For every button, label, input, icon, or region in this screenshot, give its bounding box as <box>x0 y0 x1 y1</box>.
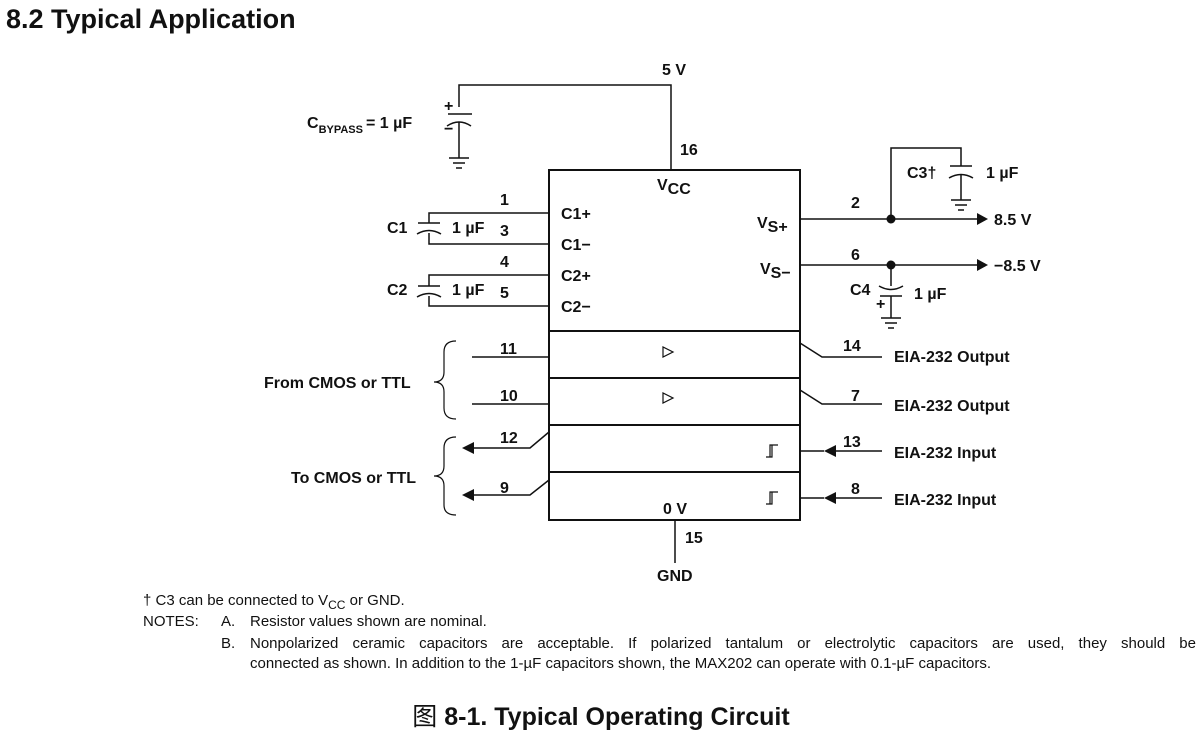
arrow-icon <box>824 492 836 504</box>
vcc-label: VCC <box>657 177 691 198</box>
pin-number: 11 <box>500 341 517 358</box>
gnd-label: GND <box>657 568 693 585</box>
footnote-sub: CC <box>328 598 346 612</box>
note-a-text: Resistor values shown are nominal. <box>250 613 487 630</box>
ground-symbol <box>449 157 469 169</box>
pin-number: 6 <box>851 247 860 264</box>
brace-to-cmos <box>433 436 457 516</box>
note-b-line1: Nonpolarized ceramic capacitors are acce… <box>250 635 1196 652</box>
c4-value: 1 µF <box>914 286 947 303</box>
c2-wire <box>428 274 549 286</box>
vs-plus-network <box>800 147 988 225</box>
pin-number: 2 <box>851 195 860 212</box>
dagger-symbol: † <box>143 592 152 609</box>
eia-output-label: EIA-232 Output <box>894 398 1010 415</box>
pin-label-c1p: C1+ <box>561 206 591 223</box>
pin-number: 4 <box>500 254 509 271</box>
pin-label-c2m: C2− <box>561 299 591 316</box>
vs-minus-label: VS− <box>760 261 791 282</box>
pin-number: 1 <box>500 192 509 209</box>
pin-label-c1m: C1− <box>561 237 591 254</box>
pin-number: 13 <box>843 434 861 451</box>
pin-number: 9 <box>500 480 509 497</box>
c2-plate-curved <box>416 292 442 298</box>
driver-2 <box>472 389 882 405</box>
footnote: † C3 can be connected to VCC or GND. <box>143 591 405 612</box>
footnote-text-end: or GND. <box>345 592 405 609</box>
c1-label: C1 <box>387 220 408 237</box>
output-wire <box>472 431 550 449</box>
c2-label: C2 <box>387 282 408 299</box>
c2-wire <box>428 296 549 307</box>
out-neg-label: −8.5 V <box>994 258 1041 275</box>
eia-output-label: EIA-232 Output <box>894 349 1010 366</box>
pin-number: 16 <box>680 142 698 159</box>
caption-text: 8-1. Typical Operating Circuit <box>437 703 790 731</box>
c1-wire <box>428 233 549 245</box>
plus-sign: + <box>444 98 453 115</box>
eia-input-label: EIA-232 Input <box>894 492 997 509</box>
note-b-letter: B. <box>221 635 236 652</box>
pin-number: 10 <box>500 388 518 405</box>
note-a-letter: A. <box>221 613 236 630</box>
ground-symbol <box>881 317 901 329</box>
receiver-2 <box>462 479 882 505</box>
footnote-text: C3 can be connected to V <box>155 592 329 609</box>
brace-from-cmos <box>433 340 457 420</box>
pin-number: 7 <box>851 388 860 405</box>
out-pos-label: 8.5 V <box>994 212 1032 229</box>
arrow-icon <box>977 213 988 225</box>
schmitt-icon <box>766 491 778 505</box>
schmitt-icon <box>766 444 778 458</box>
figure-caption: 图 8-1. Typical Operating Circuit <box>0 697 1202 733</box>
zero-v-label: 0 V <box>663 501 687 518</box>
pin-number: 3 <box>500 223 509 240</box>
c3-label: C3† <box>907 165 936 182</box>
note-b-line2: connected as shown. In addition to the 1… <box>250 655 992 672</box>
pin-number: 12 <box>500 430 518 447</box>
cbypass-label: CBYPASS= 1 µF <box>307 115 412 136</box>
arrow-icon <box>824 445 836 457</box>
minus-sign: − <box>444 121 453 138</box>
output-wire <box>472 479 550 496</box>
vs-minus-network <box>800 259 988 329</box>
supply-label: 5 V <box>662 62 686 79</box>
supply-wire <box>458 84 672 170</box>
notes-label: NOTES: <box>143 613 199 630</box>
pin-number: 5 <box>500 285 509 302</box>
caption-prefix: 图 <box>412 702 438 731</box>
c2-network <box>416 274 549 307</box>
c4-label: C4 <box>850 282 871 299</box>
c2-value: 1 µF <box>452 282 485 299</box>
c1-wire <box>428 212 549 223</box>
c4-plate-curved <box>878 285 904 291</box>
c1-network <box>416 212 549 245</box>
arrow-icon <box>462 489 474 501</box>
buffer-triangle-icon <box>662 392 675 404</box>
buffer-triangle-icon <box>662 346 675 358</box>
to-cmos-label: To CMOS or TTL <box>291 470 416 487</box>
pin-number: 14 <box>843 338 861 355</box>
c1-value: 1 µF <box>452 220 485 237</box>
ground-symbol <box>951 199 971 211</box>
output-wire <box>799 342 882 358</box>
from-cmos-label: From CMOS or TTL <box>264 375 411 392</box>
c1-plate-curved <box>416 229 442 235</box>
pin-number: 15 <box>685 530 703 547</box>
pin-label-c2p: C2+ <box>561 268 591 285</box>
output-wire <box>799 389 882 405</box>
eia-input-label: EIA-232 Input <box>894 445 997 462</box>
c3-wire <box>890 147 962 219</box>
vs-plus-label: VS+ <box>757 215 788 236</box>
pin-number: 8 <box>851 481 860 498</box>
receiver-1 <box>462 431 882 458</box>
bypass-network <box>446 84 672 170</box>
section-heading: 8.2 Typical Application <box>6 4 296 34</box>
c3-value: 1 µF <box>986 165 1019 182</box>
arrow-icon <box>977 259 988 271</box>
c4-plus-sign: + <box>876 296 885 313</box>
arrow-icon <box>462 442 474 454</box>
driver-1 <box>472 342 882 358</box>
